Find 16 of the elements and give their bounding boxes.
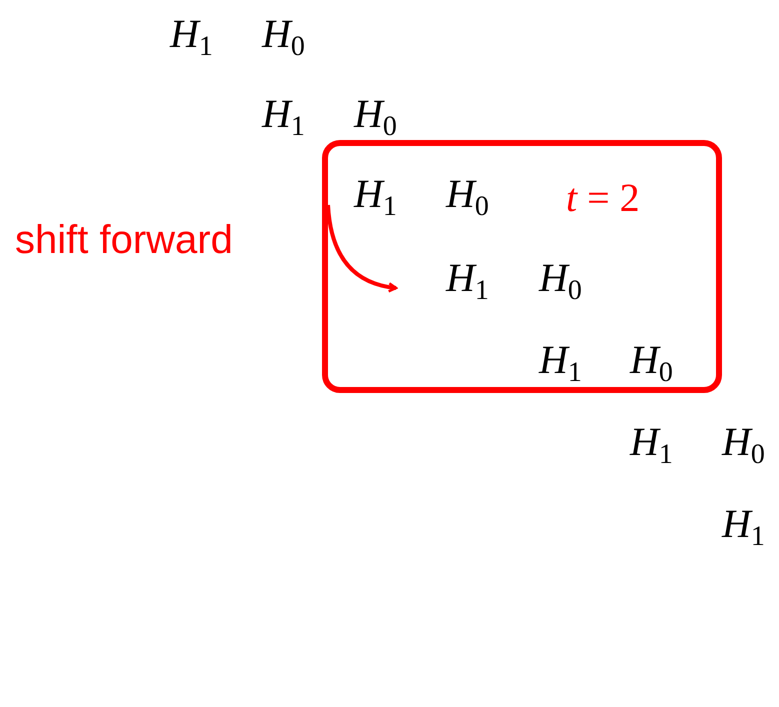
variable-label: H$_{0}$ <box>722 420 765 464</box>
variable-label: H$_{1}$ <box>262 92 305 136</box>
variable-label: H$_{1}$ <box>354 172 397 216</box>
highlight-box <box>322 140 722 393</box>
variable-label: H$_{1}$ <box>722 502 765 546</box>
variable-label: H$_{0}$ <box>539 256 582 300</box>
variable-label: H$_{1}$ <box>446 256 489 300</box>
variable-label: H$_{1}$ <box>630 420 673 464</box>
time-label: t = 2 <box>566 176 640 220</box>
variable-label: H$_{0}$ <box>630 338 673 382</box>
variable-label: H$_{1}$ <box>539 338 582 382</box>
variable-label: H$_{1}$ <box>170 12 213 56</box>
variable-label: H$_{0}$ <box>354 92 397 136</box>
variable-label: H$_{0}$ <box>446 172 489 216</box>
annotation-text: shift forward <box>15 218 233 262</box>
variable-label: H$_{0}$ <box>262 12 305 56</box>
